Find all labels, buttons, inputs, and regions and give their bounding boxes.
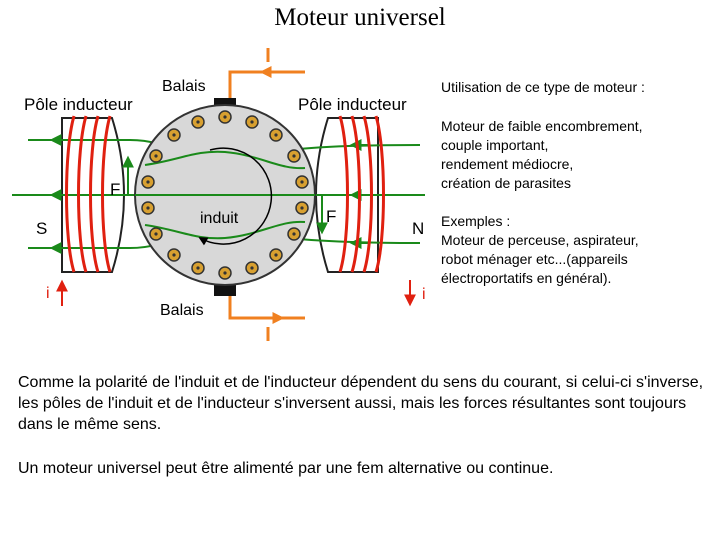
label-i-left: i bbox=[46, 285, 50, 302]
label-i-right: i bbox=[422, 286, 426, 303]
label-f-left: F bbox=[110, 180, 120, 199]
rotation-arrow bbox=[198, 147, 273, 246]
label-s: S bbox=[36, 219, 47, 238]
examples-text: Exemples : Moteur de perceuse, aspirateu… bbox=[441, 213, 639, 286]
coil-right bbox=[338, 115, 385, 273]
brush-bottom bbox=[214, 284, 236, 296]
conductor-markers bbox=[146, 115, 304, 275]
rotor-field-upper bbox=[144, 150, 306, 170]
field-arrows bbox=[49, 134, 370, 254]
label-n: N bbox=[412, 219, 424, 238]
label-balais-top: Balais bbox=[162, 78, 206, 95]
rotor-conductors bbox=[141, 110, 309, 280]
usage-title: Utilisation de ce type de moteur : bbox=[441, 79, 645, 95]
universal-motor-diagram: Balais Balais Pôle inducteur Pôle induct… bbox=[12, 48, 426, 341]
usage-description: Moteur de faible encombrement, couple im… bbox=[441, 118, 643, 191]
explanation-paragraph: Comme la polarité de l'induit et de l'in… bbox=[18, 374, 704, 433]
label-induit: induit bbox=[200, 210, 239, 227]
label-pole-left: Pôle inducteur bbox=[24, 95, 133, 114]
label-f-right: F bbox=[326, 207, 336, 226]
label-balais-bottom: Balais bbox=[160, 302, 204, 319]
page-title: Moteur universel bbox=[274, 4, 446, 31]
rotor-field-lower bbox=[144, 220, 306, 240]
supply-paragraph: Un moteur universel peut être alimenté p… bbox=[18, 460, 554, 477]
coil-left bbox=[65, 115, 112, 273]
label-pole-right: Pôle inducteur bbox=[298, 95, 407, 114]
